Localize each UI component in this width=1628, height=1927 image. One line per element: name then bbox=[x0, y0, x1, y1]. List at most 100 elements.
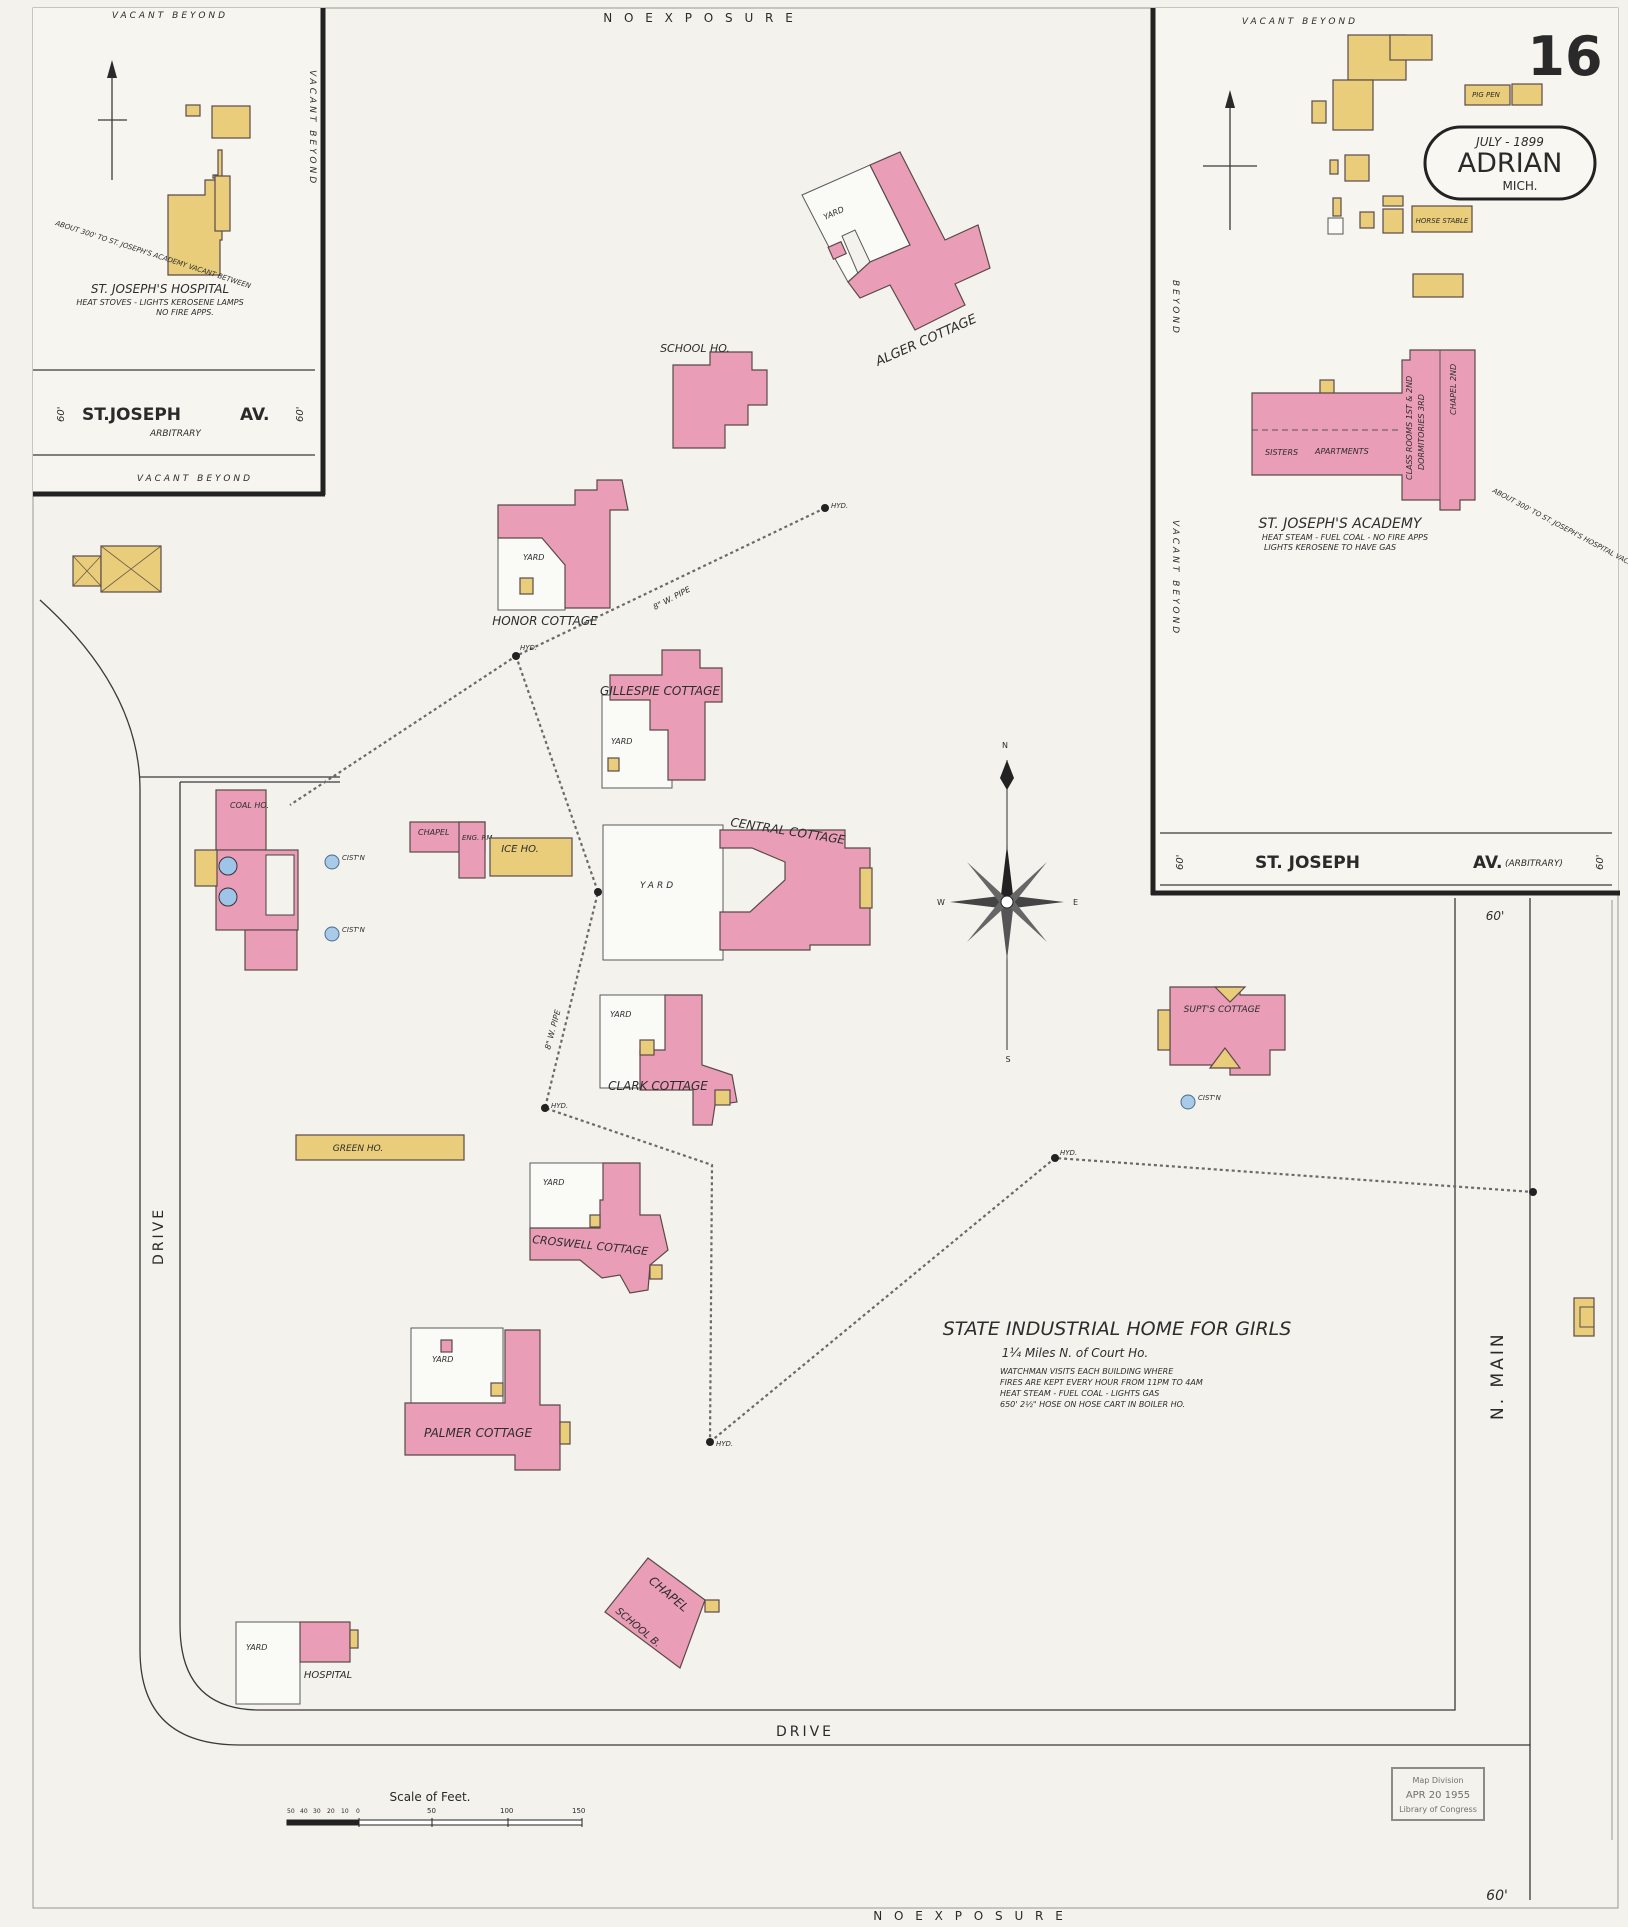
sheet-city: ADRIAN bbox=[1458, 148, 1563, 179]
compass-w: W bbox=[937, 898, 945, 907]
sheet-state: MICH. bbox=[1503, 179, 1538, 193]
cistern-label: CIST'N bbox=[342, 854, 366, 862]
cistern-label: CIST'N bbox=[1198, 1094, 1222, 1102]
institution-note-4: 650' 2½" HOSE ON HOSE CART IN BOILER HO. bbox=[1000, 1400, 1185, 1409]
right-street-suffix: AV. bbox=[1473, 853, 1502, 873]
stamp-line-1: Map Division bbox=[1412, 1776, 1463, 1785]
class-rooms-label: CLASS ROOMS 1ST & 2ND bbox=[1405, 376, 1414, 480]
left-vacant-side: VACANT BEYOND bbox=[307, 70, 317, 186]
north-arrow-right-icon bbox=[1203, 90, 1257, 230]
hydrant-icon bbox=[512, 652, 520, 660]
palmer-yard: YARD bbox=[432, 1355, 453, 1364]
left-width-left: 60' bbox=[56, 407, 67, 422]
streets: DRIVE DRIVE N. MAIN 60' 60' bbox=[39, 599, 1595, 1904]
sheet-border bbox=[32, 7, 1619, 1909]
right-width-left: 60' bbox=[1175, 855, 1186, 870]
outbuilding bbox=[72, 545, 162, 593]
cistern-icon bbox=[324, 926, 340, 942]
supts-cottage: SUPT'S COTTAGE bbox=[1157, 986, 1286, 1076]
gillespie-cottage: YARD GILLESPIE COTTAGE bbox=[600, 649, 723, 789]
cistern-icon bbox=[1180, 1094, 1196, 1110]
school-ho-label: SCHOOL HO. bbox=[660, 342, 730, 355]
scale-tick: 50 bbox=[287, 1808, 295, 1815]
left-vacant-top: VACANT BEYOND bbox=[112, 11, 228, 21]
north-arrow-left-icon bbox=[98, 60, 127, 180]
right-street-note: (ARBITRARY) bbox=[1505, 859, 1563, 869]
chapel-2nd-label: CHAPEL 2ND bbox=[1449, 364, 1458, 415]
st-josephs-hospital-label: ST. JOSEPH'S HOSPITAL bbox=[91, 282, 229, 296]
cistern-icon bbox=[324, 854, 340, 870]
palmer-cottage: YARD PALMER COTTAGE bbox=[404, 1327, 571, 1471]
compass-rose-icon: N S E W bbox=[937, 741, 1078, 1064]
clark-cottage: YARD CLARK COTTAGE bbox=[599, 994, 738, 1126]
stamp-line-3: Library of Congress bbox=[1399, 1805, 1477, 1814]
scale-tick: 150 bbox=[572, 1807, 585, 1815]
hydrant-label: HYD. bbox=[831, 502, 848, 510]
central-cottage: YARD CENTRAL COTTAGE bbox=[602, 815, 873, 961]
pipe-label-mid: 8" W. PIPE bbox=[543, 1008, 562, 1051]
institution-name: STATE INDUSTRIAL HOME FOR GIRLS bbox=[943, 1318, 1292, 1340]
pig-pen-label: PIG PEN bbox=[1472, 91, 1501, 99]
academy-note-2: LIGHTS KEROSENE TO HAVE GAS bbox=[1264, 543, 1396, 552]
compass-n: N bbox=[1002, 741, 1008, 750]
drive-left-label: DRIVE bbox=[151, 1207, 167, 1265]
left-inset: VACANT BEYOND VACANT BEYOND VACANT BEYON… bbox=[33, 8, 326, 497]
compass-e: E bbox=[1073, 898, 1078, 907]
chapel-school: CHAPEL SCHOOL B. bbox=[604, 1557, 720, 1669]
scale-tick: 40 bbox=[300, 1808, 308, 1815]
library-stamp: Map Division APR 20 1955 Library of Cong… bbox=[1391, 1767, 1485, 1821]
hydrant-icon bbox=[821, 504, 829, 512]
green-house: GREEN HO. bbox=[295, 1134, 465, 1161]
hydrant-icon bbox=[1051, 1154, 1059, 1162]
sisters-label: SISTERS bbox=[1265, 448, 1298, 457]
palmer-cottage-label: PALMER COTTAGE bbox=[424, 1426, 533, 1440]
sheet-date: JULY - 1899 bbox=[1474, 135, 1544, 149]
cistern-label: CIST'N bbox=[342, 926, 366, 934]
left-street-suffix: AV. bbox=[240, 405, 269, 425]
coal-ho-label: COAL HO. bbox=[230, 801, 269, 810]
clark-yard: YARD bbox=[610, 1010, 631, 1019]
scale-tick: 20 bbox=[327, 1808, 335, 1815]
left-street-note: ARBITRARY bbox=[149, 429, 202, 439]
hydrant-label: HYD. bbox=[551, 1102, 568, 1110]
right-street-name: ST. JOSEPH bbox=[1255, 853, 1360, 873]
scale-tick: 50 bbox=[427, 1807, 436, 1815]
institution-note-1: WATCHMAN VISITS EACH BUILDING WHERE bbox=[1000, 1367, 1174, 1376]
hydrant-label: HYD. bbox=[1060, 1149, 1077, 1157]
croswell-yard: YARD bbox=[543, 1178, 564, 1187]
compass-s: S bbox=[1005, 1055, 1010, 1064]
stamp-line-2: APR 20 1955 bbox=[1406, 1790, 1470, 1801]
hospital-yard: YARD bbox=[246, 1643, 267, 1652]
clark-cottage-label: CLARK COTTAGE bbox=[608, 1079, 708, 1093]
st-josephs-academy-label: ST. JOSEPH'S ACADEMY bbox=[1259, 516, 1423, 532]
academy-note-1: HEAT STEAM - FUEL COAL - NO FIRE APPS bbox=[1262, 533, 1428, 542]
main-width-top: 60' bbox=[1486, 909, 1505, 923]
scale-bar: Scale of Feet. 50 40 30 20 10 0 50 100 1… bbox=[286, 1790, 585, 1827]
hospital-label: HOSPITAL bbox=[304, 1670, 352, 1681]
left-vacant-bottom: VACANT BEYOND bbox=[137, 474, 253, 484]
right-vacant-side-2: VACANT BEYOND bbox=[1170, 520, 1180, 636]
central-yard: YARD bbox=[640, 881, 676, 891]
drive-bottom-label: DRIVE bbox=[776, 1724, 834, 1740]
institution-distance: 1¼ Miles N. of Court Ho. bbox=[1002, 1346, 1149, 1360]
supts-cottage-label: SUPT'S COTTAGE bbox=[1184, 1005, 1261, 1015]
scale-tick: 100 bbox=[500, 1807, 513, 1815]
scale-tick: 10 bbox=[341, 1808, 349, 1815]
honor-cottage: YARD HONOR COTTAGE bbox=[492, 479, 629, 628]
honor-cottage-label: HONOR COTTAGE bbox=[492, 614, 598, 628]
left-width-right: 60' bbox=[295, 407, 306, 422]
institution-note-2: FIRES ARE KEPT EVERY HOUR FROM 11PM TO 4… bbox=[1000, 1378, 1203, 1387]
scale-tick: 0 bbox=[356, 1808, 360, 1815]
hydrant-icon bbox=[1529, 1188, 1537, 1196]
institution-note-3: HEAT STEAM - FUEL COAL - LIGHTS GAS bbox=[1000, 1389, 1159, 1398]
right-vacant-top: VACANT BEYOND bbox=[1242, 17, 1358, 27]
gillespie-cottage-label: GILLESPIE COTTAGE bbox=[600, 684, 720, 698]
gillespie-yard: YARD bbox=[611, 737, 632, 746]
ice-house-group: CHAPEL ENG. RM. ICE HO. bbox=[409, 821, 573, 879]
honor-yard: YARD bbox=[523, 553, 544, 562]
right-vacant-side-1: BEYOND bbox=[1170, 280, 1180, 336]
ice-ho-label: ICE HO. bbox=[501, 844, 539, 855]
n-main-label: N. MAIN bbox=[1488, 1331, 1508, 1420]
